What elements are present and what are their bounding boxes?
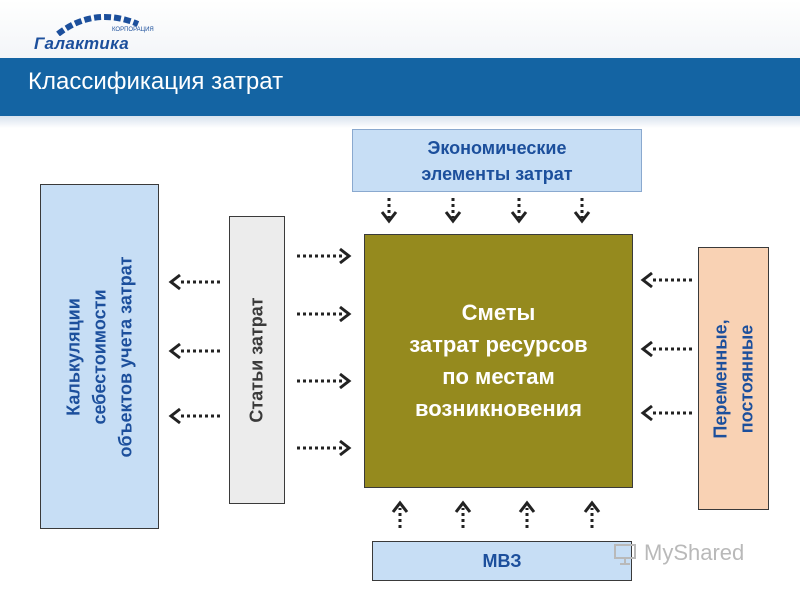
arrowhead-mvz-1: [391, 500, 409, 513]
arrowhead-items-2: [339, 305, 352, 323]
watermark-text: MyShared: [644, 540, 745, 565]
cost-estimates-line1: Сметы: [461, 300, 536, 325]
cost-estimates-line2: затрат ресурсов: [409, 332, 588, 357]
cost-items-box: Статьи затрат: [229, 216, 285, 504]
logo-arc-icon: [56, 13, 140, 36]
arrowhead-econ-4: [573, 211, 591, 224]
cost-estimates-line4: возникновения: [414, 396, 582, 421]
arrowhead-var-2: [640, 340, 653, 358]
arrowhead-items-4: [339, 439, 352, 457]
arrowhead-econ-1: [380, 211, 398, 224]
arrowhead-mvz-3: [518, 500, 536, 513]
economic-elements-box: Экономические элементы затрат: [352, 129, 642, 192]
economic-elements-line2: элементы затрат: [421, 163, 573, 184]
arrowhead-items-3: [339, 372, 352, 390]
mvz-box: МВЗ: [372, 541, 632, 581]
arrowhead-items-1: [339, 247, 352, 265]
variable-fixed-box: Переменные, постоянные: [698, 247, 769, 510]
title-bar-shadow: [0, 116, 800, 128]
arrowhead-calc-1: [168, 273, 181, 291]
presentation-icon: [614, 544, 636, 565]
calculation-box: Калькуляции себестоимости объектов учета…: [40, 184, 159, 529]
header-strip: [0, 0, 800, 58]
arrowhead-mvz-2: [454, 500, 472, 513]
mvz-label: МВЗ: [482, 550, 522, 571]
logo-word: Галактика: [34, 34, 129, 53]
arrowhead-var-1: [640, 271, 653, 289]
arrowhead-mvz-4: [583, 500, 601, 513]
economic-elements-line1: Экономические: [427, 137, 567, 158]
slide-title: Классификация затрат: [28, 68, 284, 95]
arrowhead-calc-2: [168, 342, 181, 360]
arrowhead-econ-3: [510, 211, 528, 224]
arrowhead-var-3: [640, 404, 653, 422]
galaktika-logo: КОРПОРАЦИЯ Галактика: [34, 10, 154, 54]
arrowhead-econ-2: [444, 211, 462, 224]
cost-estimates-line3: по местам: [442, 364, 555, 389]
cost-estimates-box: Сметы затрат ресурсов по местам возникно…: [364, 234, 633, 488]
title-bar: Классификация затрат: [0, 58, 800, 116]
watermark: MyShared: [612, 538, 792, 572]
logo-corp-text: КОРПОРАЦИЯ: [112, 27, 154, 33]
arrowhead-calc-3: [168, 407, 181, 425]
